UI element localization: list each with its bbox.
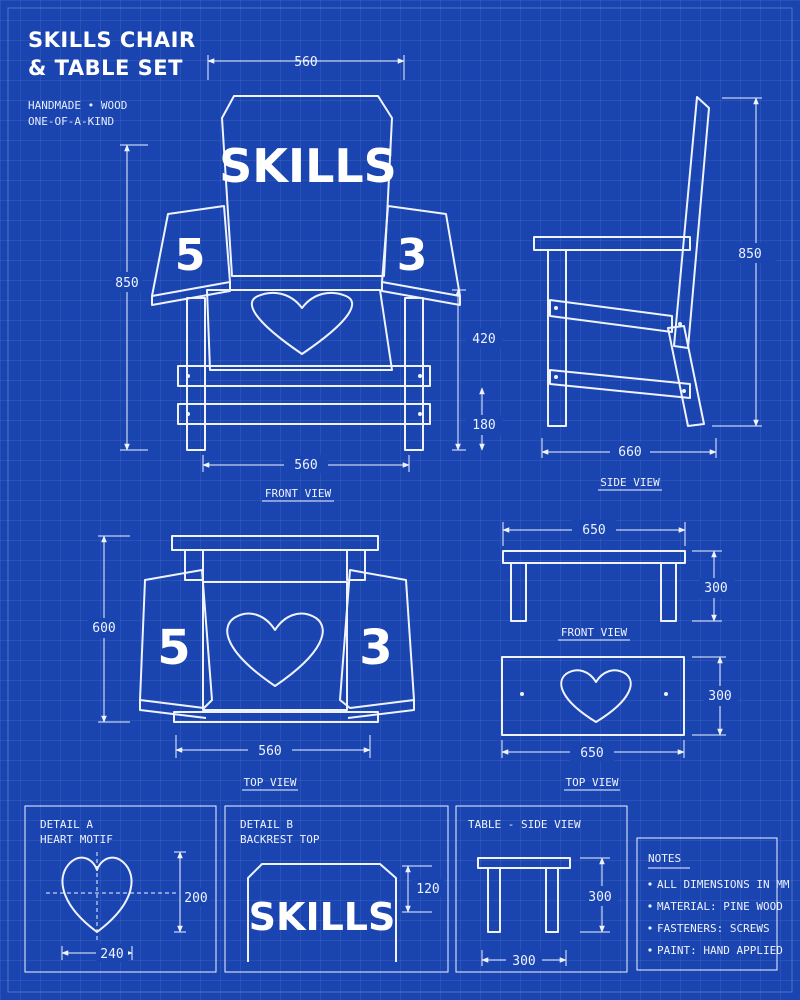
notes-panel: NOTES ALL DIMENSIONS IN MM MATERIAL: PIN… — [636, 837, 790, 971]
top-view-label: TOP VIEW — [244, 776, 297, 789]
upper-rail — [177, 365, 431, 387]
side-depth-dim: 660 — [618, 445, 641, 460]
note-item: PAINT: HAND APPLIED — [657, 944, 783, 957]
detail-b-title-2: BACKREST TOP — [240, 833, 320, 846]
front-leg-left — [186, 297, 206, 451]
notes-title: NOTES — [648, 852, 681, 865]
side-seat-rail — [549, 299, 673, 333]
detail-b-panel: DETAIL B BACKREST TOP SKILLS 120 — [224, 805, 449, 973]
table-top-width-dim: 650 — [580, 746, 603, 761]
table-front-leg-left — [510, 562, 527, 622]
table-side-leg-left — [487, 867, 501, 933]
table-front-height-dim: 300 — [704, 581, 727, 596]
heart-motif-seat — [250, 291, 354, 355]
top-backrest — [171, 535, 379, 551]
subtitle-line-1: HANDMADE • WOOD — [28, 99, 128, 112]
side-front-leg — [547, 249, 567, 427]
front-leg-right — [404, 297, 424, 451]
top-heart-motif — [226, 612, 324, 687]
detail-backrest-outline — [247, 863, 397, 962]
backrest-text: SKILLS — [219, 139, 397, 193]
front-width-bottom-dim: 560 — [294, 458, 317, 473]
top-left-armrest — [139, 569, 213, 719]
table-top-depth-dim: 300 — [708, 689, 731, 704]
subtitle: HANDMADE • WOOD ONE-OF-A-KIND — [28, 98, 127, 130]
detail-a-height-dim: 200 — [184, 891, 207, 906]
side-backrest — [673, 96, 710, 349]
table-top-view-label: TOP VIEW — [566, 776, 619, 789]
table-front-view-label: FRONT VIEW — [561, 626, 628, 639]
table-side-width-dim: 300 — [512, 954, 535, 969]
note-item: FASTENERS: SCREWS — [657, 922, 770, 935]
table-side-title: TABLE - SIDE VIEW — [468, 818, 581, 831]
side-view-label: SIDE VIEW — [600, 476, 660, 489]
front-width-top-dim: 560 — [294, 55, 317, 70]
right-arm-number: 3 — [397, 230, 428, 281]
top-seat — [202, 581, 348, 711]
table-front-top — [502, 550, 686, 564]
top-left-number: 5 — [157, 620, 190, 676]
detail-b-height-dim: 120 — [416, 882, 439, 897]
detail-b-text: SKILLS — [249, 895, 396, 939]
table-side-height-dim: 300 — [588, 890, 611, 905]
chair-backrest — [221, 95, 393, 277]
table-top-surface — [501, 656, 685, 736]
table-top-view: 300 650 TOP VIEW — [501, 656, 738, 791]
front-view-label: FRONT VIEW — [265, 487, 332, 500]
table-side-panel: TABLE - SIDE VIEW 300 300 — [455, 805, 628, 973]
chair-top-view: 5 3 600 560 TOP VIEW — [88, 535, 415, 791]
chair-side-view: 850 660 SIDE VIEW — [533, 96, 776, 491]
top-right-armrest — [339, 569, 415, 719]
seat-front — [206, 289, 393, 371]
detail-a-title-2: HEART MOTIF — [40, 833, 113, 846]
rail-height-dim: 180 — [472, 418, 495, 433]
table-front-width-dim: 650 — [582, 523, 605, 538]
table-front-view: 650 300 FRONT VIEW — [502, 520, 734, 641]
page-title: SKILLS CHAIR & TABLE SET — [28, 26, 196, 82]
title-line-2: & TABLE SET — [28, 56, 183, 80]
detail-a-width-dim: 240 — [100, 947, 123, 962]
table-front-leg-right — [660, 562, 677, 622]
lower-rail — [177, 403, 431, 425]
detail-b-title-1: DETAIL B — [240, 818, 293, 831]
top-post-right — [346, 549, 366, 581]
side-lower-rail — [549, 369, 691, 399]
chair-front-view: SKILLS 5 3 560 850 420 — [112, 55, 502, 502]
top-width-dim: 560 — [258, 744, 281, 759]
table-side-leg-right — [545, 867, 559, 933]
table-side-top — [477, 857, 571, 869]
top-front-rail — [173, 711, 379, 723]
table-heart-motif — [560, 669, 632, 723]
top-right-number: 3 — [359, 620, 392, 676]
top-depth-dim: 600 — [92, 621, 115, 636]
left-arm-number: 5 — [175, 230, 206, 281]
note-item: ALL DIMENSIONS IN MM — [657, 878, 790, 891]
side-height-dim: 850 — [738, 247, 761, 262]
seat-height-dim: 420 — [472, 332, 495, 347]
subtitle-line-2: ONE-OF-A-KIND — [28, 115, 115, 128]
top-post-left — [184, 549, 204, 581]
note-item: MATERIAL: PINE WOOD — [657, 900, 783, 913]
front-height-dim: 850 — [115, 276, 138, 291]
side-armrest — [533, 236, 691, 251]
side-rear-leg — [667, 325, 705, 427]
title-line-1: SKILLS CHAIR — [28, 28, 196, 52]
detail-a-panel: DETAIL A HEART MOTIF 200 240 — [24, 805, 217, 973]
detail-a-title-1: DETAIL A — [40, 818, 93, 831]
